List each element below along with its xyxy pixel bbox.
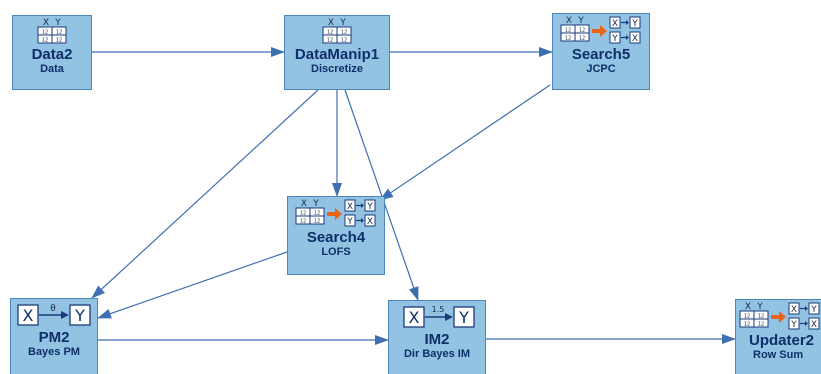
node-subtitle: Discretize bbox=[311, 63, 363, 75]
svg-text:12: 12 bbox=[300, 219, 306, 225]
node-subtitle: Dir Bayes IM bbox=[403, 348, 471, 360]
svg-text:12: 12 bbox=[314, 219, 320, 225]
svg-text:X: X bbox=[301, 199, 307, 209]
svg-text:12: 12 bbox=[744, 314, 750, 320]
value-label: 1.5 bbox=[432, 305, 445, 314]
node-im2[interactable]: X 1.5 Y IM2 Dir Bayes IM bbox=[388, 300, 486, 374]
svg-text:X: X bbox=[43, 18, 49, 28]
svg-text:12: 12 bbox=[579, 36, 585, 42]
node-title: Data2 bbox=[31, 46, 73, 63]
node-title: Search4 bbox=[306, 229, 366, 246]
svg-text:X: X bbox=[409, 308, 420, 327]
search-icon: X Y 12 12 12 12 X Y Y X bbox=[295, 199, 376, 227]
instantiated-model-icon: X 1.5 Y bbox=[403, 305, 475, 328]
svg-text:12: 12 bbox=[341, 38, 347, 44]
svg-text:12: 12 bbox=[744, 322, 750, 328]
node-datamanip1[interactable]: X Y 12 12 12 12 DataManip1 Discretize bbox=[284, 15, 390, 90]
svg-text:Y: Y bbox=[790, 320, 797, 330]
edge-search5-to-search4[interactable] bbox=[379, 84, 551, 201]
svg-text:X: X bbox=[347, 202, 353, 212]
svg-text:Y: Y bbox=[810, 305, 817, 315]
node-search5[interactable]: X Y 12 12 12 12 X Y Y X Search5 JCPC bbox=[552, 13, 650, 90]
node-title: IM2 bbox=[424, 331, 450, 348]
svg-text:Y: Y bbox=[346, 217, 353, 227]
svg-text:Y: Y bbox=[54, 18, 61, 28]
svg-text:X: X bbox=[745, 302, 751, 312]
edge-search4-to-pm2[interactable] bbox=[97, 251, 288, 319]
node-subtitle: LOFS bbox=[321, 246, 351, 258]
svg-text:12: 12 bbox=[341, 30, 347, 36]
edge-datamanip1-to-pm2[interactable] bbox=[91, 89, 319, 299]
data-table-icon: X Y 12 12 12 12 bbox=[322, 18, 352, 44]
svg-text:Y: Y bbox=[458, 308, 469, 327]
node-data2[interactable]: X Y 12 12 12 12 Data2 Data bbox=[12, 15, 92, 90]
svg-text:Y: Y bbox=[339, 18, 346, 28]
node-title: Updater2 bbox=[749, 332, 815, 349]
svg-text:12: 12 bbox=[42, 38, 48, 44]
svg-text:X: X bbox=[791, 305, 797, 315]
svg-text:X: X bbox=[632, 34, 638, 44]
svg-text:Y: Y bbox=[756, 302, 763, 312]
svg-text:X: X bbox=[811, 320, 817, 330]
svg-text:12: 12 bbox=[327, 30, 333, 36]
data-table-icon: X Y 12 12 12 12 bbox=[37, 18, 67, 44]
node-pm2[interactable]: X θ Y PM2 Bayes PM bbox=[10, 298, 98, 374]
node-subtitle: Row Sum bbox=[753, 349, 804, 361]
svg-text:Y: Y bbox=[611, 34, 618, 44]
node-updater2[interactable]: X Y 12 12 12 12 X Y Y X Updater2 Row Sum bbox=[735, 299, 821, 374]
node-title: PM2 bbox=[38, 329, 70, 346]
svg-text:Y: Y bbox=[312, 199, 319, 209]
svg-text:Y: Y bbox=[577, 16, 584, 26]
svg-text:12: 12 bbox=[579, 28, 585, 34]
svg-text:X: X bbox=[328, 18, 334, 28]
svg-text:12: 12 bbox=[327, 38, 333, 44]
node-subtitle: JCPC bbox=[586, 63, 616, 75]
svg-text:X: X bbox=[23, 306, 34, 325]
svg-text:12: 12 bbox=[56, 38, 62, 44]
svg-text:X: X bbox=[566, 16, 572, 26]
svg-text:12: 12 bbox=[565, 28, 571, 34]
svg-text:12: 12 bbox=[314, 211, 320, 217]
svg-text:12: 12 bbox=[42, 30, 48, 36]
svg-text:12: 12 bbox=[758, 314, 764, 320]
svg-text:Y: Y bbox=[631, 19, 638, 29]
node-subtitle: Data bbox=[40, 63, 64, 75]
svg-text:X: X bbox=[367, 217, 373, 227]
node-subtitle: Bayes PM bbox=[28, 346, 80, 358]
parametric-model-icon: X θ Y bbox=[17, 304, 91, 326]
search-icon: X Y 12 12 12 12 X Y Y X bbox=[739, 302, 820, 330]
svg-text:12: 12 bbox=[300, 211, 306, 217]
node-title: Search5 bbox=[571, 46, 631, 63]
svg-text:12: 12 bbox=[565, 36, 571, 42]
svg-text:X: X bbox=[612, 19, 618, 29]
search-icon: X Y 12 12 12 12 X Y Y X bbox=[560, 16, 641, 44]
svg-text:12: 12 bbox=[758, 322, 764, 328]
svg-text:Y: Y bbox=[74, 306, 85, 325]
parameter-label: θ bbox=[50, 304, 56, 314]
node-title: DataManip1 bbox=[294, 46, 380, 63]
svg-text:Y: Y bbox=[366, 202, 373, 212]
node-search4[interactable]: X Y 12 12 12 12 X Y Y X Search4 LOFS bbox=[287, 196, 385, 275]
svg-text:12: 12 bbox=[56, 30, 62, 36]
